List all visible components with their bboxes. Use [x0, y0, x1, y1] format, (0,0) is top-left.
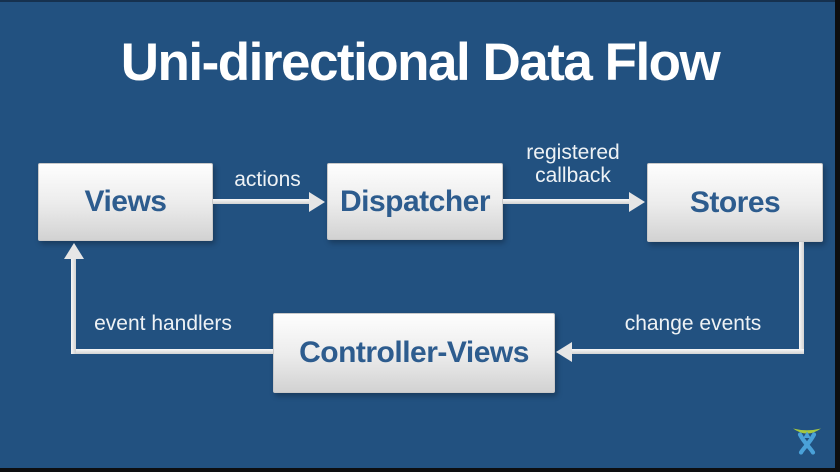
arrow-stores-to-controller-head-icon — [556, 342, 572, 362]
top-edge-strip — [0, 0, 840, 2]
node-stores-label: Stores — [689, 185, 781, 219]
arrow-controller-to-views-head-icon — [64, 243, 84, 259]
atlassian-logo-icon — [793, 428, 821, 455]
node-controller-views-label: Controller-Views — [299, 336, 529, 369]
arrow-dispatcher-to-stores-head-icon — [629, 192, 645, 212]
node-controller-views: Controller-Views — [273, 313, 555, 393]
arrow-stores-to-controller-vertical-shaft — [799, 242, 804, 352]
edge-label-registered-callback: registered callback — [526, 141, 620, 187]
slide-title: Uni-directional Data Flow — [120, 33, 721, 92]
edge-label-change-events: change events — [624, 312, 762, 335]
node-dispatcher-label: Dispatcher — [339, 184, 491, 218]
arrow-controller-to-views-horizontal-shaft — [71, 349, 273, 354]
edge-label-event-handlers: event handlers — [94, 312, 232, 335]
node-views-label: Views — [84, 185, 167, 218]
arrow-dispatcher-to-stores-shaft — [503, 199, 630, 204]
arrow-stores-to-controller-horizontal-shaft — [571, 349, 804, 354]
arrow-views-to-dispatcher-head-icon — [309, 192, 325, 212]
edge-label-actions: actions — [234, 168, 301, 191]
node-stores: Stores — [647, 163, 823, 242]
bottom-edge-strip — [0, 468, 840, 472]
arrow-views-to-dispatcher-shaft — [213, 199, 310, 204]
node-views: Views — [38, 163, 213, 241]
node-dispatcher: Dispatcher — [327, 163, 503, 240]
arrow-controller-to-views-vertical-shaft — [71, 257, 76, 354]
right-edge-strip — [835, 0, 840, 472]
